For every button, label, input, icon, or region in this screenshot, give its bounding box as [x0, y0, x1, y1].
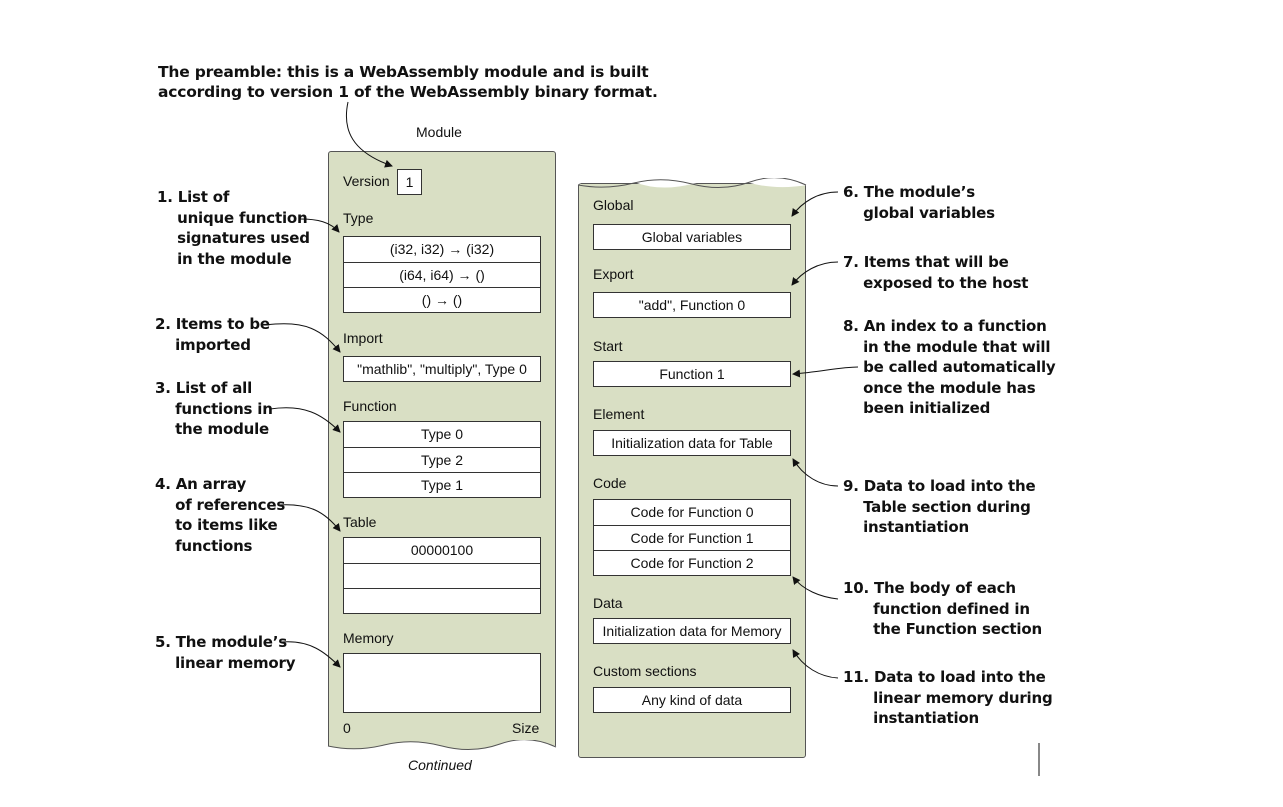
- arrow-11: [792, 649, 839, 679]
- memory-max-label: Size: [512, 720, 540, 736]
- version-value-box: 1: [397, 169, 422, 195]
- arrow-preamble: [345, 101, 393, 168]
- export-section-label: Export: [593, 266, 634, 282]
- code-row: Code for Function 0: [630, 504, 754, 520]
- arrow-1: [299, 218, 340, 233]
- start-section-label: Start: [593, 338, 623, 354]
- callout-9-element: 9. Data to load into the Table section d…: [843, 477, 1036, 536]
- torn-edge-right: [576, 178, 808, 188]
- module-title: Module: [416, 124, 462, 140]
- type-section-label: Type: [343, 210, 374, 226]
- code-row: Code for Function 1: [594, 525, 790, 551]
- version-label: Version: [343, 173, 390, 189]
- module-panel-right: Global Global variables Export "add", Fu…: [578, 183, 806, 758]
- arrow-5: [281, 641, 341, 668]
- arrow-4: [277, 504, 341, 532]
- function-row: Type 1: [344, 472, 540, 498]
- function-row: Type 0: [420, 426, 464, 442]
- code-row: Code for Function 2: [594, 550, 790, 576]
- global-value-box: Global variables: [593, 224, 791, 250]
- arrow-8: [792, 366, 859, 378]
- arrow-9: [792, 458, 839, 487]
- function-section-label: Function: [343, 398, 397, 414]
- import-section-label: Import: [343, 330, 383, 346]
- table-row: 00000100: [410, 542, 474, 558]
- type-row: () → (): [344, 287, 540, 313]
- callout-7-export: 7. Items that will be exposed to the hos…: [843, 253, 1029, 292]
- arrow-7: [791, 261, 839, 286]
- callout-4-table: 4. An array of references to items like …: [155, 475, 286, 555]
- arrow-6: [791, 191, 839, 217]
- arrow-10: [792, 576, 839, 600]
- function-row: Type 2: [344, 447, 540, 473]
- callout-10-code: 10. The body of each function defined in…: [843, 579, 1042, 638]
- type-row: (i64, i64) → (): [344, 262, 540, 288]
- code-section-label: Code: [593, 475, 627, 491]
- table-row: [344, 588, 540, 614]
- callout-8-start: 8. An index to a function in the module …: [843, 317, 1056, 417]
- torn-edge-left: [326, 740, 558, 756]
- import-value-box: "mathlib", "multiply", Type 0: [343, 356, 541, 382]
- callout-6-global: 6. The module’s global variables: [843, 183, 995, 222]
- callout-1-type: 1. List of unique function signatures us…: [157, 188, 310, 268]
- start-value-box: Function 1: [593, 361, 791, 387]
- type-list: (i32, i32) → (i32) (i64, i64) → () () → …: [343, 236, 541, 313]
- global-section-label: Global: [593, 197, 634, 213]
- element-value-box: Initialization data for Table: [593, 430, 791, 456]
- table-row: [344, 563, 540, 589]
- arrow-2: [265, 323, 341, 353]
- module-panel-left: Version 1 Type (i32, i32) → (i32) (i64, …: [328, 151, 556, 755]
- memory-section-label: Memory: [343, 630, 394, 646]
- preamble-line-2: according to version 1 of the WebAssembl…: [158, 83, 658, 101]
- type-row: (i32, i32) → (i32): [389, 241, 495, 257]
- table-section-label: Table: [343, 514, 377, 530]
- function-list: Type 0 Type 2 Type 1: [343, 421, 541, 498]
- callout-2-import: 2. Items to be imported: [155, 315, 270, 354]
- data-section-label: Data: [593, 595, 623, 611]
- callout-5-memory: 5. The module’s linear memory: [155, 633, 296, 672]
- custom-section-label: Custom sections: [593, 663, 697, 679]
- callout-11-data: 11. Data to load into the linear memory …: [843, 668, 1053, 727]
- callout-3-function: 3. List of all functions in the module: [155, 379, 273, 438]
- export-value-box: "add", Function 0: [593, 292, 791, 318]
- data-value-box: Initialization data for Memory: [593, 618, 791, 644]
- table-list: 00000100: [343, 537, 541, 614]
- memory-min-label: 0: [343, 720, 351, 736]
- continued-label: Continued: [408, 757, 472, 773]
- arrow-3: [269, 407, 341, 433]
- element-section-label: Element: [593, 406, 645, 422]
- preamble-line-1: The preamble: this is a WebAssembly modu…: [158, 63, 649, 81]
- code-list: Code for Function 0 Code for Function 1 …: [593, 499, 791, 576]
- memory-box: [343, 653, 541, 713]
- custom-value-box: Any kind of data: [593, 687, 791, 713]
